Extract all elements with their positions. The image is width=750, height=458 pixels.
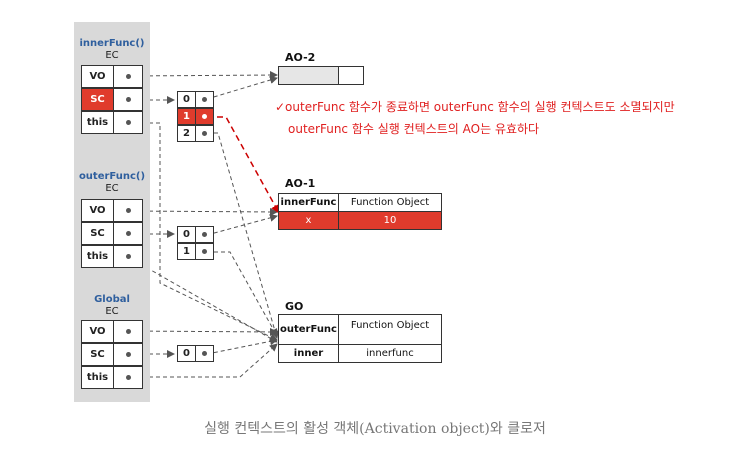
ao1-key-innerfunc: innerFunc — [278, 193, 339, 212]
global-chain-pointer-0 — [195, 345, 214, 362]
go-key-outerfunc: outerFunc — [278, 314, 339, 345]
outer-sc-cell: SC — [81, 222, 114, 245]
global-this-cell: this — [81, 366, 114, 389]
ao1-value-innerfunc: Function Object — [338, 193, 442, 212]
inner-sc-pointer — [113, 88, 143, 111]
global-sc-pointer — [113, 343, 143, 366]
global-sc-cell: SC — [81, 343, 114, 366]
line-outer-vo-ao1 — [127, 207, 278, 216]
ao1-key-x: x — [278, 211, 339, 230]
go-value-inner: innerfunc — [338, 344, 442, 363]
inner-this-cell: this — [81, 111, 114, 134]
go-key-inner: inner — [278, 344, 339, 363]
global-vo-cell: VO — [81, 320, 114, 343]
line-outer-this-go — [127, 256, 278, 343]
inner-this-pointer — [113, 111, 143, 134]
outer-ec-label: EC — [105, 183, 119, 194]
inner-vo-cell: VO — [81, 65, 114, 88]
go-value-outerfunc: Function Object — [338, 314, 442, 345]
inner-chain-pointer-1 — [195, 108, 214, 125]
inner-chain-pointer-2 — [195, 125, 214, 142]
inner-chain-index-0: 0 — [177, 91, 196, 108]
line-global-chain0-go — [206, 337, 278, 355]
ao1-title: AO-1 — [285, 177, 316, 190]
inner-chain-index-1: 1 — [177, 108, 196, 125]
outer-this-pointer — [113, 245, 143, 268]
note-line-1: ✓outerFunc 함수가 종료하면 outerFunc 함수의 실행 컨텍스… — [275, 100, 675, 114]
outer-chain-pointer-1 — [195, 243, 214, 260]
ao2-key-cell — [278, 66, 339, 85]
note-line-2: outerFunc 함수 실행 컨텍스트의 AO는 유효하다 — [288, 122, 540, 136]
figure-caption: 실행 컨텍스트의 활성 객체(Activation object)와 클로저 — [204, 421, 546, 437]
inner-chain-pointer-0 — [195, 91, 214, 108]
outer-chain-index-1: 1 — [177, 243, 196, 260]
line-chain1-ao1-highlight — [207, 116, 280, 214]
line-global-vo-go — [127, 327, 278, 336]
ao1-value-x: 10 — [338, 211, 442, 230]
inner-chain-index-2: 2 — [177, 125, 196, 142]
ao2-value-cell — [338, 66, 364, 85]
outer-chain-index-0: 0 — [177, 226, 196, 243]
outer-ec-title: outerFunc() — [78, 171, 146, 182]
line-outer-chain1-go — [207, 251, 278, 337]
outer-vo-cell: VO — [81, 199, 114, 222]
inner-ec-title: innerFunc() — [79, 38, 145, 49]
global-this-pointer — [113, 366, 143, 389]
ao2-title: AO-2 — [285, 51, 316, 64]
inner-ec-label: EC — [105, 50, 119, 61]
global-ec-label: EC — [105, 306, 119, 317]
outer-vo-pointer — [113, 199, 143, 222]
inner-sc-cell: SC — [81, 88, 114, 111]
inner-vo-pointer — [113, 65, 143, 88]
outer-sc-pointer — [113, 222, 143, 245]
outer-chain-pointer-0 — [195, 226, 214, 243]
outer-this-cell: this — [81, 245, 114, 268]
line-outer-chain0-ao1 — [206, 213, 278, 236]
line-global-this-go — [128, 343, 278, 378]
global-vo-pointer — [113, 320, 143, 343]
global-ec-title: Global — [94, 294, 130, 305]
global-chain-index-0: 0 — [177, 345, 196, 362]
line-chain0-ao2 — [206, 76, 278, 100]
line-inner-vo-ao2 — [127, 71, 278, 80]
go-title: GO — [285, 300, 304, 313]
line-chain2-go — [207, 132, 279, 339]
